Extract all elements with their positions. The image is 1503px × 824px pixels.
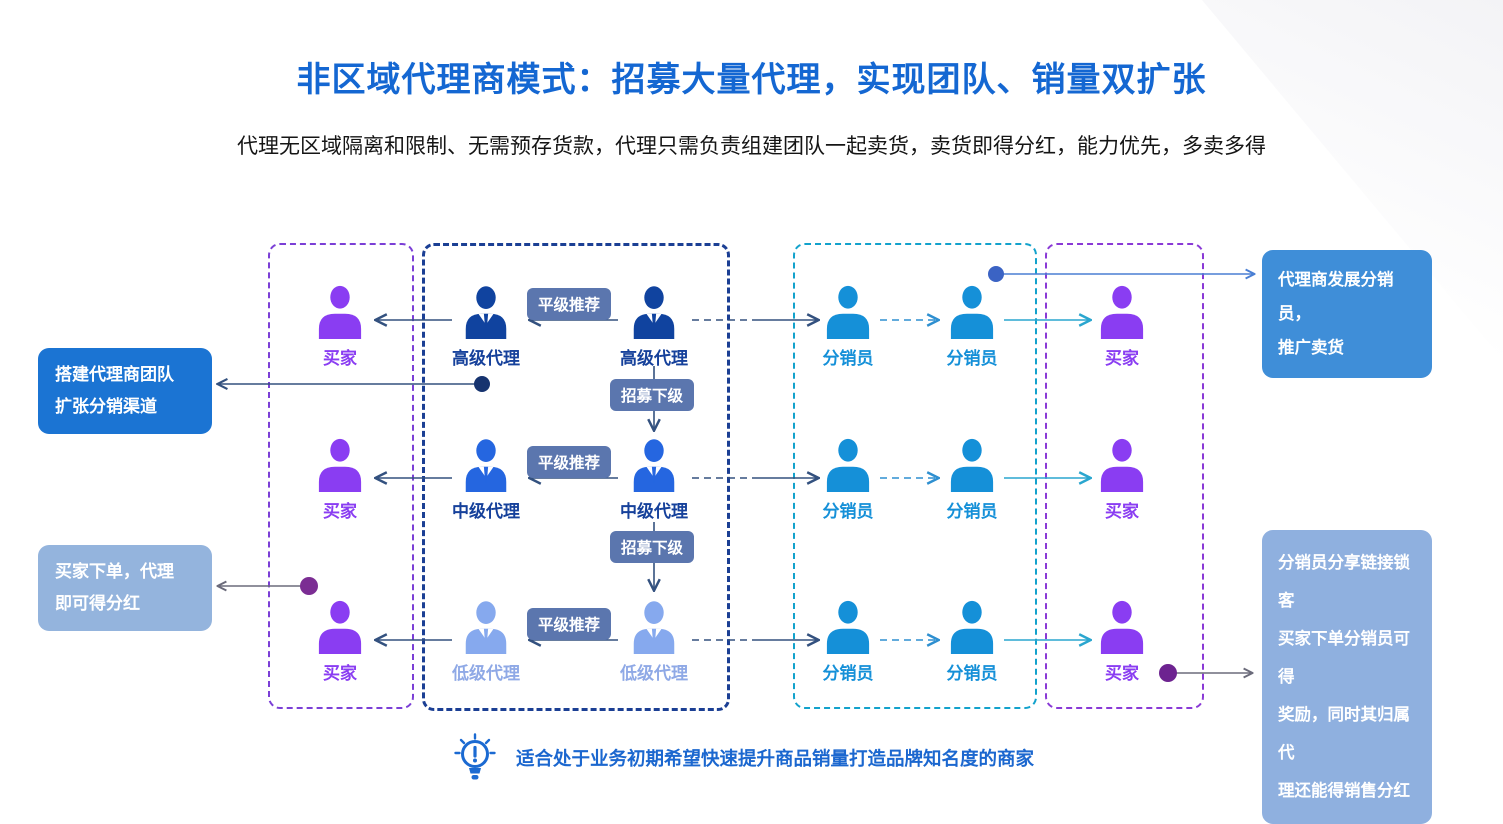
buyer-cell: 买家 xyxy=(285,438,395,522)
buyer-person-icon xyxy=(1100,285,1144,339)
distributor-label: 分销员 xyxy=(822,502,874,521)
callout-line: 推广卖货 xyxy=(1278,339,1344,357)
recruit-subordinate-tag: 招募下级 xyxy=(610,531,695,563)
peer-recommend-tag: 平级推荐 xyxy=(527,446,612,478)
buyer-label: 买家 xyxy=(1105,502,1139,521)
callout-line: 分销员分享链接锁客 xyxy=(1278,554,1410,610)
buyers-right-group-box xyxy=(1045,243,1204,709)
buyers-left-group-box xyxy=(268,243,414,709)
buyer-label: 买家 xyxy=(1105,664,1139,683)
buyer-person-icon xyxy=(318,438,362,492)
buyer-person-icon xyxy=(1100,438,1144,492)
distributor-person-icon xyxy=(950,285,994,339)
buyer-cell: 买家 xyxy=(1067,285,1177,369)
buyer-cell: 买家 xyxy=(1067,600,1177,684)
page-subtitle: 代理无区域隔离和限制、无需预存货款，代理只需负责组建团队一起卖货，卖货即得分红，… xyxy=(237,135,1266,158)
distributor-label: 分销员 xyxy=(946,664,998,683)
agent-person-icon xyxy=(633,286,675,339)
agent-person-icon xyxy=(633,601,675,654)
callout-line: 即可得分红 xyxy=(55,594,140,613)
callout-line: 扩张分销渠道 xyxy=(55,397,157,416)
buyer-cell: 买家 xyxy=(285,600,395,684)
agent-person-icon xyxy=(465,286,507,339)
footer-note-row: 适合处于业务初期希望快速提升商品销量打造品牌知名度的商家 xyxy=(452,733,1034,783)
buyer-person-icon xyxy=(318,600,362,654)
senior-agent-cell: 高级代理 xyxy=(599,285,709,369)
mid-agent-label: 中级代理 xyxy=(620,502,688,521)
callout-distributor-share-link: 分销员分享链接锁客 买家下单分销员可得 奖励，同时其归属代 理还能得销售分红 xyxy=(1262,530,1432,824)
footer-note-text: 适合处于业务初期希望快速提升商品销量打造品牌知名度的商家 xyxy=(516,748,1035,769)
distributor-cell: 分销员 xyxy=(793,600,903,684)
distributor-cell: 分销员 xyxy=(917,600,1027,684)
mid-agent-cell: 中级代理 xyxy=(599,438,709,522)
lightbulb-icon xyxy=(454,733,496,780)
recruit-subordinate-tag: 招募下级 xyxy=(610,379,695,411)
senior-agent-label: 高级代理 xyxy=(452,349,520,368)
distributor-cell: 分销员 xyxy=(793,438,903,522)
callout-buyer-order-dividend: 买家下单，代理 即可得分红 xyxy=(38,545,212,631)
buyer-cell: 买家 xyxy=(285,285,395,369)
callout-line: 奖励，同时其归属代 xyxy=(1278,706,1410,762)
peer-recommend-tag: 平级推荐 xyxy=(527,288,612,320)
callout-line: 买家下单，代理 xyxy=(55,562,174,581)
callout-build-agent-team: 搭建代理商团队 扩张分销渠道 xyxy=(38,348,212,434)
distributor-label: 分销员 xyxy=(946,349,998,368)
buyer-label: 买家 xyxy=(323,664,357,683)
distributor-person-icon xyxy=(826,285,870,339)
junior-agent-label: 低级代理 xyxy=(452,664,520,683)
callout-line: 代理商发展分销员， xyxy=(1278,271,1394,323)
buyer-label: 买家 xyxy=(323,349,357,368)
distributor-cell: 分销员 xyxy=(793,285,903,369)
peer-recommend-tag: 平级推荐 xyxy=(527,608,612,640)
senior-agent-label: 高级代理 xyxy=(620,349,688,368)
buyer-person-icon xyxy=(1100,600,1144,654)
callout-line: 理还能得销售分红 xyxy=(1278,782,1410,800)
buyer-person-icon xyxy=(318,285,362,339)
distributor-person-icon xyxy=(950,438,994,492)
callout-agent-develops-distributors: 代理商发展分销员， 推广卖货 xyxy=(1262,250,1432,378)
agent-person-icon xyxy=(633,439,675,492)
distributor-label: 分销员 xyxy=(822,664,874,683)
senior-agent-cell: 高级代理 xyxy=(431,285,541,369)
junior-agent-label: 低级代理 xyxy=(620,664,688,683)
distributor-person-icon xyxy=(826,600,870,654)
agent-person-icon xyxy=(465,601,507,654)
page-title: 非区域代理商模式：招募大量代理，实现团队、销量双扩张 xyxy=(296,61,1207,99)
buyer-cell: 买家 xyxy=(1067,438,1177,522)
distributor-cell: 分销员 xyxy=(917,285,1027,369)
mid-agent-label: 中级代理 xyxy=(452,502,520,521)
agent-person-icon xyxy=(465,439,507,492)
mid-agent-cell: 中级代理 xyxy=(431,438,541,522)
callout-line: 买家下单分销员可得 xyxy=(1278,630,1410,686)
distributor-person-icon xyxy=(826,438,870,492)
buyer-label: 买家 xyxy=(323,502,357,521)
callout-line: 搭建代理商团队 xyxy=(55,365,174,384)
junior-agent-cell: 低级代理 xyxy=(599,600,709,684)
distributor-label: 分销员 xyxy=(822,349,874,368)
distributor-label: 分销员 xyxy=(946,502,998,521)
distributor-cell: 分销员 xyxy=(917,438,1027,522)
distributors-group-box xyxy=(793,243,1037,709)
buyer-label: 买家 xyxy=(1105,349,1139,368)
distributor-person-icon xyxy=(950,600,994,654)
agents-group-box xyxy=(422,243,730,711)
junior-agent-cell: 低级代理 xyxy=(431,600,541,684)
